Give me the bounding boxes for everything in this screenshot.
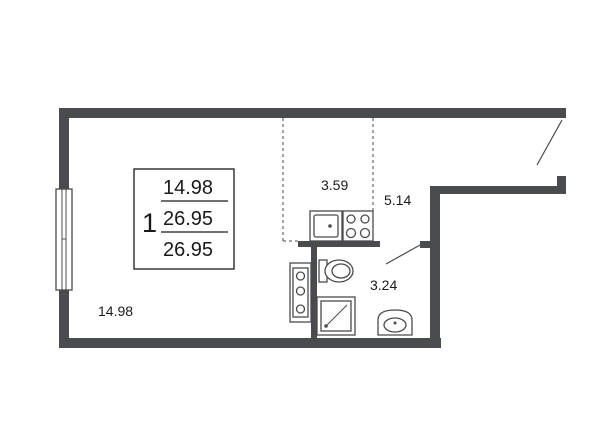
apartment-summary: 1 14.98 26.95 26.95	[133, 168, 235, 270]
room-area-label: 14.98	[98, 303, 133, 319]
entry-door-icon	[536, 119, 563, 166]
summary-total-area-balcony: 26.95	[163, 239, 213, 261]
hallway-area-label: 5.14	[384, 192, 411, 208]
washing-machine-icon	[289, 262, 312, 323]
summary-total-area: 26.95	[163, 208, 213, 230]
window-icon	[55, 188, 73, 291]
toilet-icon	[318, 259, 354, 283]
wall-right-stub-bottom	[557, 176, 566, 194]
washbasin-icon	[377, 309, 413, 336]
sink-icon	[309, 210, 343, 242]
bathroom-door-icon	[385, 244, 421, 265]
wall-right-lower	[430, 186, 440, 348]
partition-bath-right-stub	[420, 241, 430, 248]
stove-icon	[342, 210, 374, 242]
kitchen-area-label: 3.59	[321, 177, 348, 193]
shower-icon	[316, 296, 356, 336]
wall-left-lower	[59, 290, 69, 348]
wall-bottom	[59, 338, 441, 348]
room-count: 1	[142, 208, 157, 238]
partition-kitchen-bottom	[298, 241, 380, 247]
wall-left-upper	[59, 108, 69, 189]
partition-bath-left	[311, 247, 317, 338]
summary-frame	[133, 168, 235, 270]
wall-top	[59, 108, 566, 118]
walls	[59, 108, 566, 348]
wall-right-stub-top	[557, 108, 566, 118]
bathroom-area-label: 3.24	[370, 277, 397, 293]
summary-living-area: 14.98	[163, 177, 213, 199]
wall-step	[430, 186, 566, 194]
